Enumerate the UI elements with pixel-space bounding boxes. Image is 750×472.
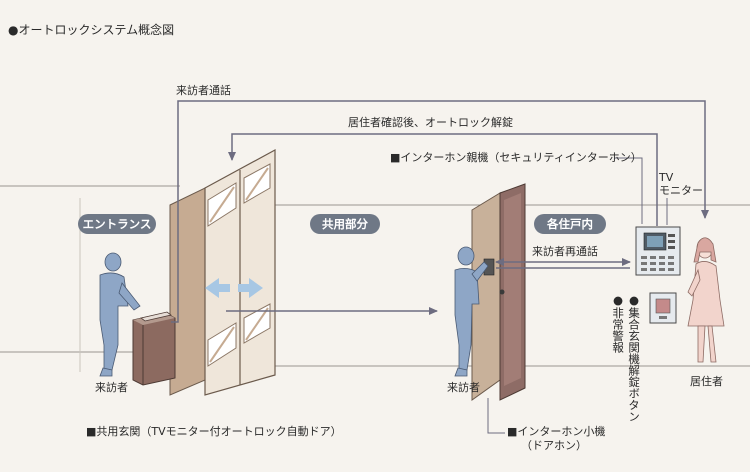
common-entrance-label: ■共用玄関（TVモニター付オートロック自動ドア） — [86, 425, 342, 438]
master-intercom-unit — [635, 226, 681, 276]
dwelling-door — [471, 183, 526, 401]
master-unit-label: ■インターホン親機（セキュリティインターホン） — [390, 151, 642, 164]
visitor-door-label: 来訪者 — [447, 381, 480, 394]
visitor-call-arrow — [171, 100, 709, 323]
entrance-auto-door — [169, 148, 276, 396]
visitor-recall-label: 来訪者再通話 — [532, 245, 598, 258]
zone-units-label: 各住戸内 — [534, 214, 606, 234]
visitor-entrance-label: 来訪者 — [95, 381, 128, 394]
tv-monitor-label-line2: モニター — [659, 184, 703, 197]
leader-lines — [487, 157, 668, 434]
zone-common-label: 共用部分 — [310, 214, 380, 234]
visitor-call-label: 来訪者通話 — [176, 84, 231, 97]
sliding-arrows — [205, 278, 263, 298]
visitor-door-figure — [454, 246, 489, 377]
zone-entrance-label: エントランス — [78, 214, 156, 234]
resident-unlock-label: 居住者確認後、オートロック解錠 — [348, 116, 513, 129]
entrance-intercom-panel — [132, 311, 176, 386]
sub-unit-label-line1: ■インターホン小機 — [507, 425, 606, 438]
visitor-entrance-figure — [99, 252, 141, 377]
diagram-title: ●オートロックシステム概念図 — [8, 23, 175, 37]
unlock-arrow — [228, 133, 658, 226]
tv-monitor-label-line1: TV — [659, 171, 674, 184]
flow-arrows — [171, 100, 709, 323]
resident-label: 居住者 — [690, 375, 723, 388]
resident-figure — [687, 237, 725, 363]
unlock-button-label: ●集合玄関機解錠ボタン — [627, 293, 642, 422]
alarm-label: ●非常警報 — [611, 293, 626, 353]
sub-unit-label-line2: （ドアホン） — [521, 439, 587, 452]
alarm-button-box — [649, 292, 677, 324]
